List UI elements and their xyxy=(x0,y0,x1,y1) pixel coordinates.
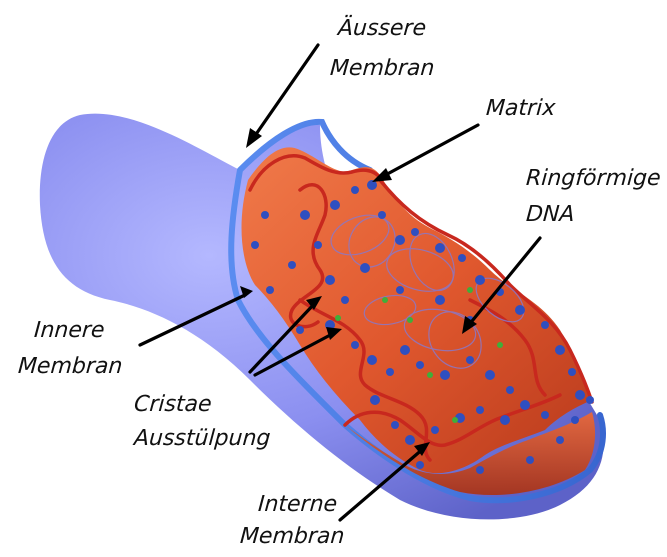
label-ausstuelpung: Ausstülpung xyxy=(133,424,272,454)
label-interne-membran: Membran xyxy=(239,522,345,552)
label-dna: DNA xyxy=(525,200,576,230)
label-matrix: Matrix xyxy=(485,94,556,124)
label-ringfoermige: Ringförmige xyxy=(525,164,662,194)
label-interne: Interne xyxy=(257,490,338,520)
label-innere-2: Membran xyxy=(17,352,123,382)
label-innere-1: Innere xyxy=(33,316,106,346)
label-cristae: Cristae xyxy=(133,390,213,420)
label-aeussere-2: Membran xyxy=(329,54,435,84)
arrow-matrix xyxy=(372,125,478,182)
label-aeussere-1: Äussere xyxy=(337,14,427,44)
